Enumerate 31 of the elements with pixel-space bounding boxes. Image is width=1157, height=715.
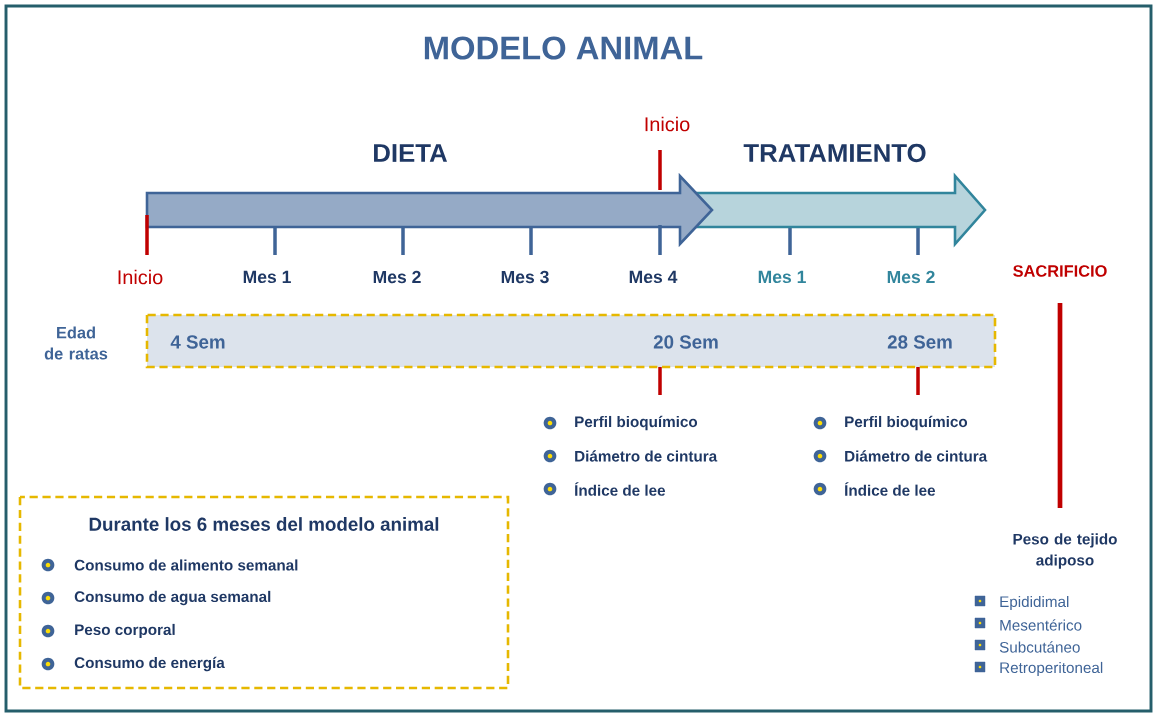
box-heading: Durante los 6 meses del modelo animal (89, 517, 439, 531)
list-item: Perfil bioquímico (845, 415, 968, 431)
list-item: Peso corporal (75, 623, 175, 639)
title: MODELO ANIMAL (424, 36, 703, 60)
month-label: Mes 3 (501, 270, 549, 284)
milestone-label: SACRIFICIO (1013, 265, 1107, 277)
list-item: Subcutáneo (999, 641, 1080, 653)
row-label: Edad de ratas (44, 326, 108, 360)
age-band: 4 Sem 20 Sem 28 Sem (145, 313, 997, 369)
month-label: Mes 2 (373, 270, 421, 284)
month-label: Mes 1 (243, 270, 291, 284)
list-item: Perfil bioquímico (575, 415, 698, 431)
milestone-label: Inicio (645, 116, 690, 132)
list-item: Retroperitoneal (1000, 661, 1103, 677)
milestone-label: Inicio (118, 269, 163, 285)
list-item: Consumo de alimento semanal (74, 559, 298, 571)
list-item: Consumo de energía (74, 656, 225, 672)
list-item: Índice de lee (844, 482, 936, 496)
list-item: Mesentérico (1000, 619, 1082, 631)
month-label: Mes 1 (758, 270, 806, 284)
list-item: Índice de lee (574, 482, 666, 496)
node-label: TRATAMIENTO (743, 143, 926, 163)
month-label: Mes 2 (887, 270, 935, 284)
list-heading: Peso de tejido adiposo (1013, 533, 1117, 569)
summary-box (18, 495, 510, 690)
node-label: DIETA (374, 144, 448, 162)
list-item: Diámetro de cintura (575, 450, 718, 462)
list-item: Diámetro de cintura (845, 450, 988, 462)
list-item: Epididimal (1000, 595, 1069, 611)
list-item: Consumo de agua semanal (74, 590, 271, 606)
month-label: Mes 4 (629, 270, 678, 284)
